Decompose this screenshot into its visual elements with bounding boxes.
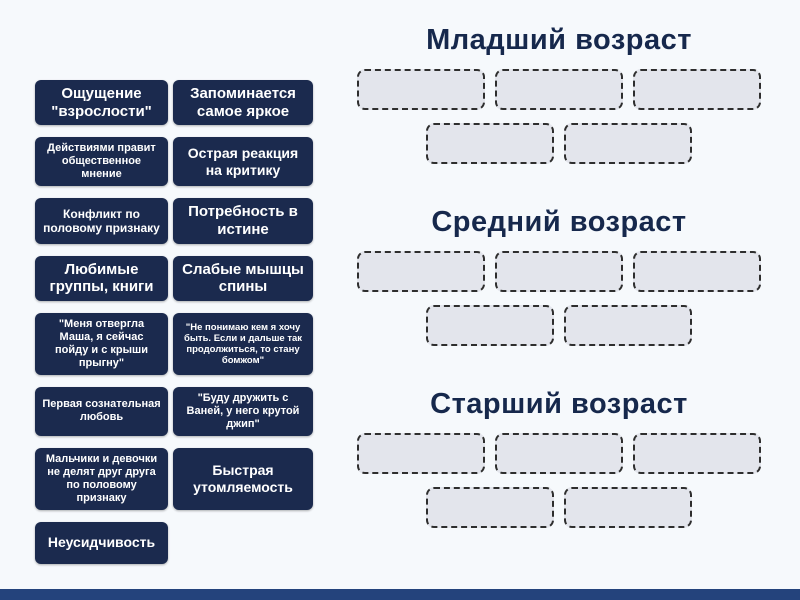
category-older-age: Старший возраст: [345, 388, 773, 528]
category-younger-age: Младший возраст: [345, 24, 773, 164]
drop-slot[interactable]: [357, 69, 485, 110]
category-title: Младший возраст: [426, 24, 692, 56]
drop-slot[interactable]: [426, 123, 554, 164]
drop-slot[interactable]: [357, 251, 485, 292]
drop-slot[interactable]: [495, 69, 623, 110]
slot-row: [426, 123, 692, 164]
draggable-tiles-panel: Ощущение "взрослости" Запоминается самое…: [35, 80, 313, 564]
drop-slot[interactable]: [564, 123, 692, 164]
drop-slot[interactable]: [357, 433, 485, 474]
slot-row: [426, 305, 692, 346]
draggable-tile[interactable]: Мальчики и девочки не делят друг друга п…: [35, 447, 168, 510]
drop-slot[interactable]: [564, 305, 692, 346]
drop-slot[interactable]: [633, 69, 761, 110]
draggable-tile[interactable]: Любимые группы, книги: [35, 255, 168, 302]
draggable-tile[interactable]: "Не понимаю кем я хочу быть. Если и даль…: [173, 313, 313, 375]
drop-slot[interactable]: [426, 487, 554, 528]
slot-row: [426, 487, 692, 528]
slot-row: [357, 69, 761, 110]
draggable-tile[interactable]: Слабые мышцы спины: [173, 255, 313, 302]
drop-slot[interactable]: [495, 251, 623, 292]
draggable-tile[interactable]: Острая реакция на критику: [173, 137, 313, 187]
draggable-tile[interactable]: Неусидчивость: [35, 521, 168, 564]
category-title: Средний возраст: [431, 206, 687, 238]
slot-row: [357, 433, 761, 474]
footer-bar: [0, 589, 800, 600]
draggable-tile[interactable]: "Буду дружить с Ваней, у него крутой джи…: [173, 386, 313, 436]
draggable-tile[interactable]: "Меня отвергла Маша, я сейчас пойду и с …: [35, 313, 168, 375]
drop-slot[interactable]: [633, 433, 761, 474]
drop-slot[interactable]: [495, 433, 623, 474]
draggable-tile[interactable]: Запоминается самое яркое: [173, 80, 313, 126]
draggable-tile[interactable]: Потребность в истине: [173, 198, 313, 244]
drop-slot[interactable]: [426, 305, 554, 346]
draggable-tile[interactable]: Конфликт по половому признаку: [35, 198, 168, 244]
category-title: Старший возраст: [430, 388, 688, 420]
draggable-tile[interactable]: Действиями правит общественное мнение: [35, 137, 168, 187]
draggable-tile[interactable]: Первая сознательная любовь: [35, 386, 168, 436]
draggable-tile[interactable]: Ощущение "взрослости": [35, 80, 168, 126]
drop-slot[interactable]: [564, 487, 692, 528]
draggable-tile[interactable]: Быстрая утомляемость: [173, 447, 313, 510]
slot-row: [357, 251, 761, 292]
category-middle-age: Средний возраст: [345, 206, 773, 346]
drop-slot[interactable]: [633, 251, 761, 292]
categories-panel: Младший возраст Средний возраст Старший …: [345, 24, 773, 528]
